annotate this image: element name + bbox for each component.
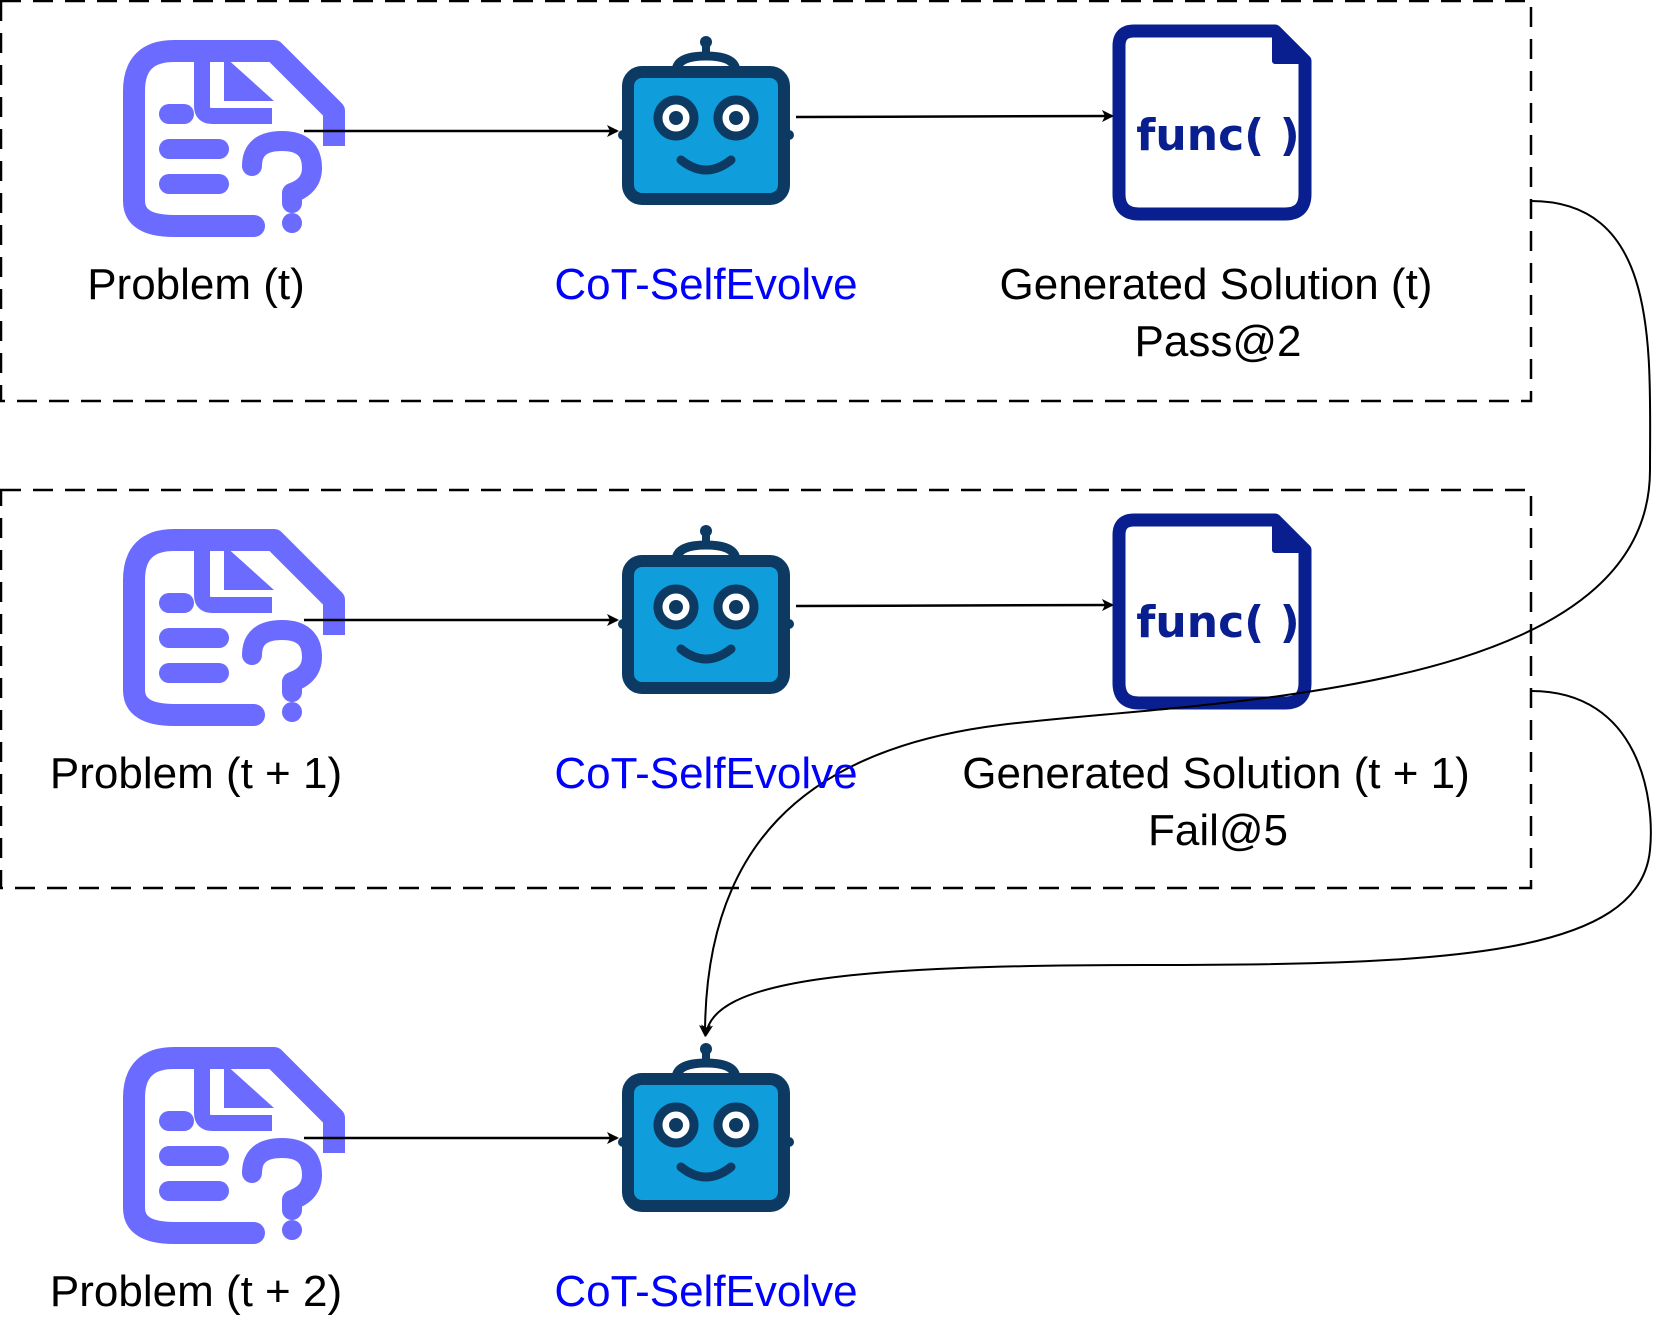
- solution-result: Pass@2: [1135, 317, 1302, 366]
- problem-label: Problem (t): [87, 260, 305, 309]
- solution-label: Generated Solution (t): [1000, 260, 1433, 309]
- document-question-icon: [134, 540, 334, 722]
- model-to-solution-arrow: [795, 599, 1114, 612]
- robot-icon: [618, 1043, 794, 1206]
- solution-icon-text: func( ): [1136, 597, 1299, 648]
- model-to-solution-arrow: [795, 110, 1114, 123]
- problem-label: Problem (t + 2): [50, 1267, 342, 1316]
- step-t1-group-box: [0, 488, 1533, 890]
- document-question-icon: [134, 51, 334, 233]
- document-question-icon: [134, 1058, 334, 1240]
- feedback-arrow-from-solution-t1: [701, 690, 1652, 1037]
- solution-result: Fail@5: [1148, 806, 1288, 855]
- model-label: CoT-SelfEvolve: [554, 749, 857, 798]
- robot-icon: [618, 36, 794, 199]
- problem-label: Problem (t + 1): [50, 749, 342, 798]
- model-label: CoT-SelfEvolve: [554, 260, 857, 309]
- solution-icon-text: func( ): [1136, 110, 1299, 161]
- feedback-arrow-from-solution-t: [699, 200, 1652, 1037]
- solution-label: Generated Solution (t + 1): [962, 749, 1470, 798]
- model-label: CoT-SelfEvolve: [554, 1267, 857, 1316]
- robot-icon: [618, 525, 794, 688]
